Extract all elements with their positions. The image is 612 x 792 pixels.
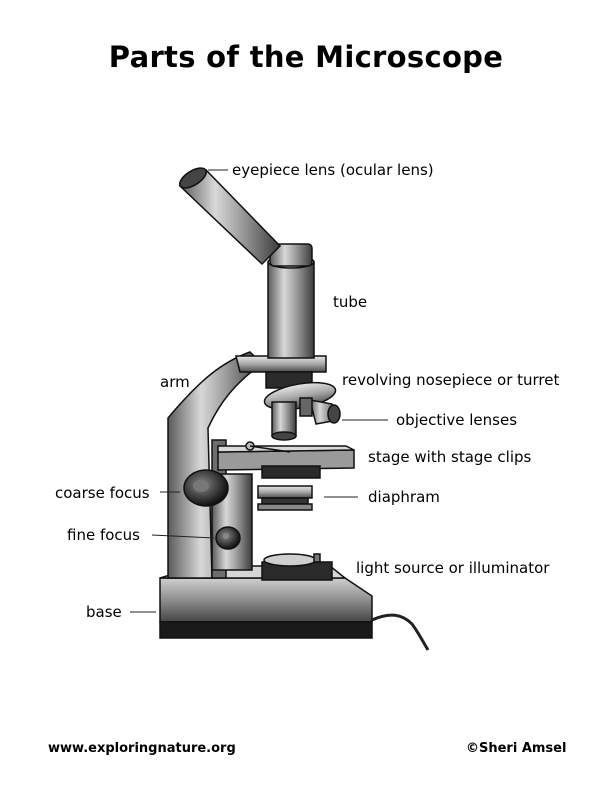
label-coarse: coarse focus — [55, 484, 150, 502]
illuminator-part — [261, 553, 333, 581]
coarse-focus-knob — [183, 469, 229, 507]
power-cord — [371, 613, 430, 651]
label-nosepiece: revolving nosepiece or turret — [342, 371, 560, 389]
footer-copyright: ©Sheri Amsel — [466, 741, 567, 756]
label-eyepiece: eyepiece lens (ocular lens) — [232, 161, 434, 179]
stage-part — [217, 441, 355, 479]
label-tube: tube — [333, 293, 368, 311]
label-light: light source or illuminator — [356, 559, 550, 577]
tube-part — [267, 243, 315, 359]
diaphragm-part — [257, 485, 313, 511]
fine-focus-knob — [215, 526, 241, 550]
label-stage: stage with stage clips — [368, 448, 532, 466]
page-title: Parts of the Microscope — [108, 40, 504, 74]
eyepiece-part — [178, 167, 282, 266]
footer-website: www.exploringnature.org — [48, 741, 236, 756]
label-base: base — [86, 603, 122, 621]
label-fine: fine focus — [67, 526, 140, 544]
label-diaphragm: diaphram — [368, 488, 440, 506]
label-arm: arm — [160, 373, 190, 391]
objective-lenses-part — [271, 397, 341, 441]
leader-lines — [130, 169, 388, 613]
label-objective: objective lenses — [396, 411, 518, 429]
